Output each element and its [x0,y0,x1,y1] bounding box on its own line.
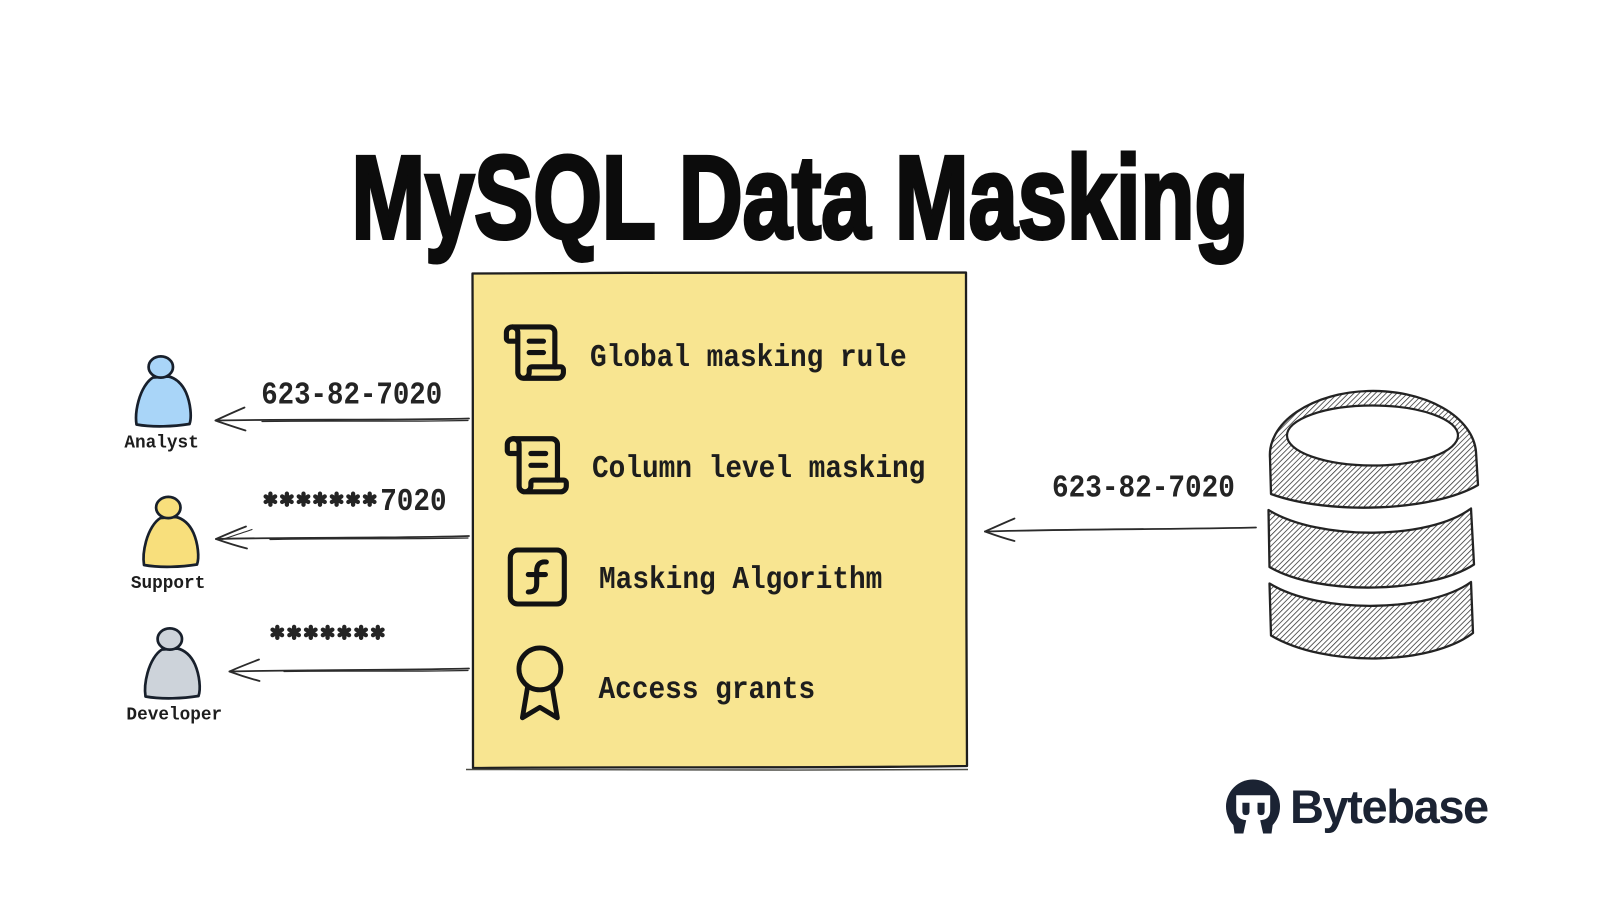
svg-text:Bytebase: Bytebase [1290,780,1488,833]
svg-text:MySQL Data Masking: MySQL Data Masking [351,133,1248,264]
svg-text:Masking Algorithm: Masking Algorithm [599,561,882,597]
svg-text:7020: 7020 [380,483,446,519]
svg-text:623-82-7020: 623-82-7020 [261,377,442,413]
svg-text:Access grants: Access grants [599,671,816,707]
svg-text:Developer: Developer [126,705,222,725]
svg-text:623-82-7020: 623-82-7020 [1052,470,1235,506]
svg-text:Global masking rule: Global masking rule [590,339,907,375]
svg-text:Support: Support [131,574,205,594]
svg-text:Analyst: Analyst [124,433,198,453]
svg-text:Column level masking: Column level masking [592,450,925,486]
